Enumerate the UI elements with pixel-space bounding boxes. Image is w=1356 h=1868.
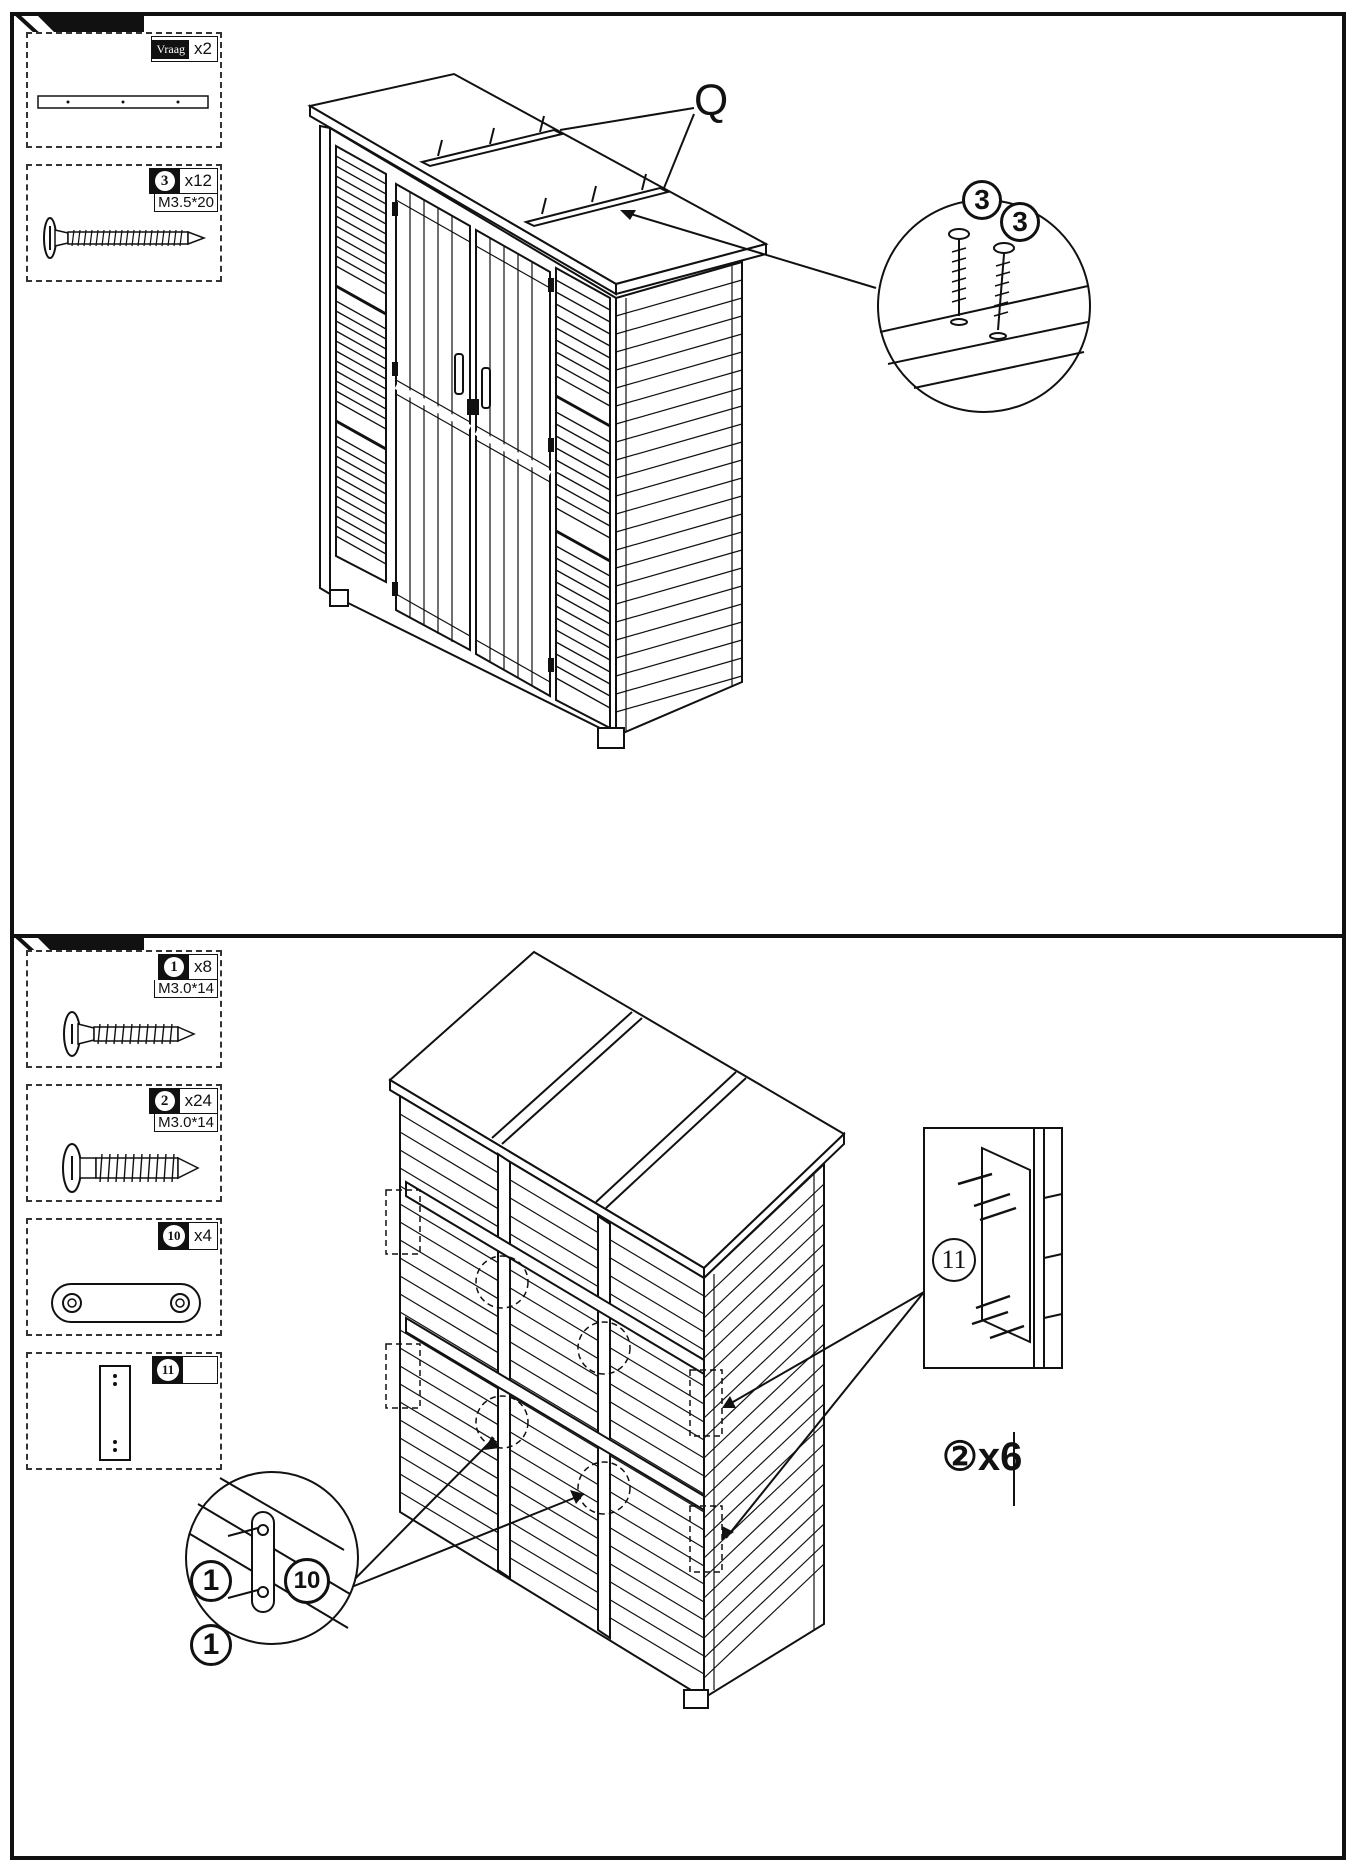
strip-icon: [37, 95, 209, 109]
callout-screw-3b: 3: [1000, 202, 1040, 242]
callout-screw-1b: 1: [190, 1624, 232, 1666]
part-spec: M3.0*14: [154, 980, 218, 998]
part-id: 10: [159, 1223, 190, 1249]
part-tag: 1 x8 M3.0*14: [154, 954, 218, 998]
part-id: Vraag: [152, 39, 190, 59]
step-panel-top: 19 Vraag x2 3 x12 M3.5*20: [10, 12, 1346, 938]
part-qty: x2: [194, 39, 212, 58]
callout-screw-1a: 1: [190, 1560, 232, 1602]
part-qty: x4: [194, 1226, 212, 1245]
part-box-plate-11: 11: [26, 1352, 222, 1470]
part-tag: 2 x24 M3.0*14: [148, 1088, 218, 1132]
part-box-screw-3: 3 x12 M3.5*20: [26, 164, 222, 282]
callout-q: Q: [694, 76, 729, 125]
part-id: 1: [159, 955, 190, 979]
part-box-screw-2: 2 x24 M3.0*14: [26, 1084, 222, 1202]
part-spec: M3.0*14: [154, 1114, 218, 1132]
part-qty: x12: [184, 171, 212, 190]
callout-screw-3a: 3: [962, 180, 1002, 220]
screw-icon: [43, 217, 207, 259]
part-box-vraag: Vraag x2: [26, 32, 222, 148]
part-tag: 11: [152, 1356, 218, 1384]
part-tag: 10 x4: [158, 1222, 218, 1250]
part-id: 11: [153, 1357, 183, 1383]
flat-plate-icon: [99, 1365, 131, 1461]
part-box-screw-1: 1 x8 M3.0*14: [26, 950, 222, 1068]
shed-rear-illustration: [185, 950, 1063, 1709]
part-qty: x24: [184, 1091, 212, 1110]
part-tag: Vraag x2: [151, 36, 218, 62]
part-spec: M3.5*20: [154, 194, 218, 212]
screw-icon: [62, 1143, 200, 1193]
part-id: 3: [149, 169, 180, 193]
part-tag: 3 x12 M3.5*20: [148, 168, 218, 212]
part-box-connector-10: 10 x4: [26, 1218, 222, 1336]
shed-front-illustration: [307, 72, 1091, 749]
screw-icon: [63, 1011, 196, 1057]
callout-connector-10: 10: [284, 1558, 330, 1604]
connector-plate-icon: [51, 1283, 201, 1323]
step-panel-bottom: 1 x8 M3.0*14 2 x24 M3.0*14: [10, 934, 1346, 1860]
part-qty: x8: [194, 957, 212, 976]
callout-screw-count: ②x6: [942, 1435, 1023, 1479]
part-id: 2: [149, 1089, 180, 1113]
page-number: 19: [1284, 27, 1324, 72]
callout-plate-11: 11: [932, 1238, 976, 1282]
